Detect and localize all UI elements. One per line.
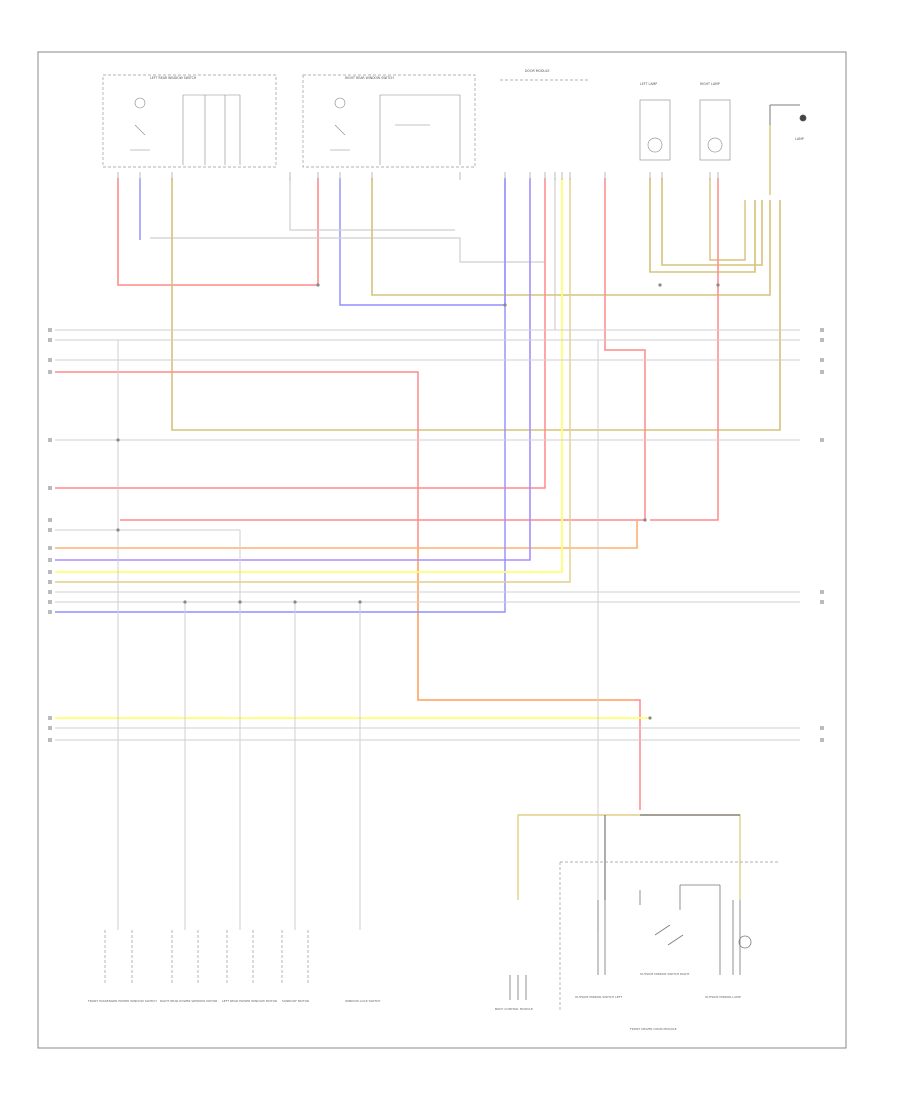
wire-orange <box>55 520 638 701</box>
wire-right-lamp-tan <box>709 125 771 261</box>
wire-blue-long <box>55 178 506 613</box>
top-terminals <box>117 172 719 180</box>
left-rear-window-switch-label: LEFT REAR WINDOW SWITCH <box>150 76 197 80</box>
wire-red-center <box>55 371 641 810</box>
wire-red-top-left <box>117 178 319 286</box>
wire-dark-bottom <box>604 814 740 900</box>
door-module-label: DOOR MODULE <box>525 69 550 73</box>
wire-yellow <box>55 178 650 719</box>
right-lamp-label: RIGHT LAMP <box>700 82 720 86</box>
connector-label-4: SUNROOF MOTOR <box>282 999 309 1003</box>
splice-dots <box>116 283 720 720</box>
door-module-internals <box>597 884 752 975</box>
right-rear-switch-internals <box>330 94 461 165</box>
bottom-connector-shapes <box>104 930 309 985</box>
front-driver-door-module-box <box>559 861 780 1010</box>
diagram-frame <box>37 51 847 1049</box>
connector-label-2: RIGHT REAR POWER WINDOW MOTOR <box>160 999 217 1003</box>
front-lamp-label: LAMP <box>795 137 804 141</box>
right-rear-window-switch-box <box>302 74 476 168</box>
left-rear-window-switch-box <box>102 74 277 168</box>
left-lamp-label: LEFT LAMP <box>640 82 657 86</box>
connector-label-1: FRONT PASSENGER POWER WINDOW SWITCH <box>88 999 157 1003</box>
right-rear-window-switch-label: RIGHT REAR WINDOW SWITCH <box>345 76 394 80</box>
part-label-bcm: BODY CONTROL MODULE <box>495 1007 533 1011</box>
right-lamp-box <box>699 99 731 161</box>
part-label-mirror-right: OUTSIDE MIRROR SWITCH RIGHT <box>640 972 690 976</box>
wire-gray-drops <box>117 340 599 930</box>
wire-gray-bus <box>55 329 800 741</box>
wire-red-right <box>55 178 719 521</box>
door-module-name: FRONT DRIVER DOOR MODULE <box>630 1027 677 1031</box>
wire-blue-top <box>139 178 506 306</box>
body-control-module-connector <box>509 975 527 1000</box>
wire-tan-top <box>171 178 781 431</box>
part-label-mirror-left: OUTSIDE MIRROR SWITCH LEFT <box>575 995 622 999</box>
connector-label-5: WINDOW LOCK SWITCH <box>345 999 380 1003</box>
wire-purple <box>55 178 531 561</box>
wire-tan-mid <box>55 178 741 900</box>
connector-label-3: LEFT REAR POWER WINDOW MOTOR <box>222 999 277 1003</box>
front-lamp-symbol <box>769 104 807 125</box>
wire-gray-top <box>150 178 556 330</box>
left-lamp-box <box>639 99 671 161</box>
bus-end-markers <box>48 328 824 742</box>
part-label-mirror-lamp: OUTSIDE MIRROR LAMP <box>705 995 741 999</box>
left-rear-switch-internals <box>130 94 241 165</box>
